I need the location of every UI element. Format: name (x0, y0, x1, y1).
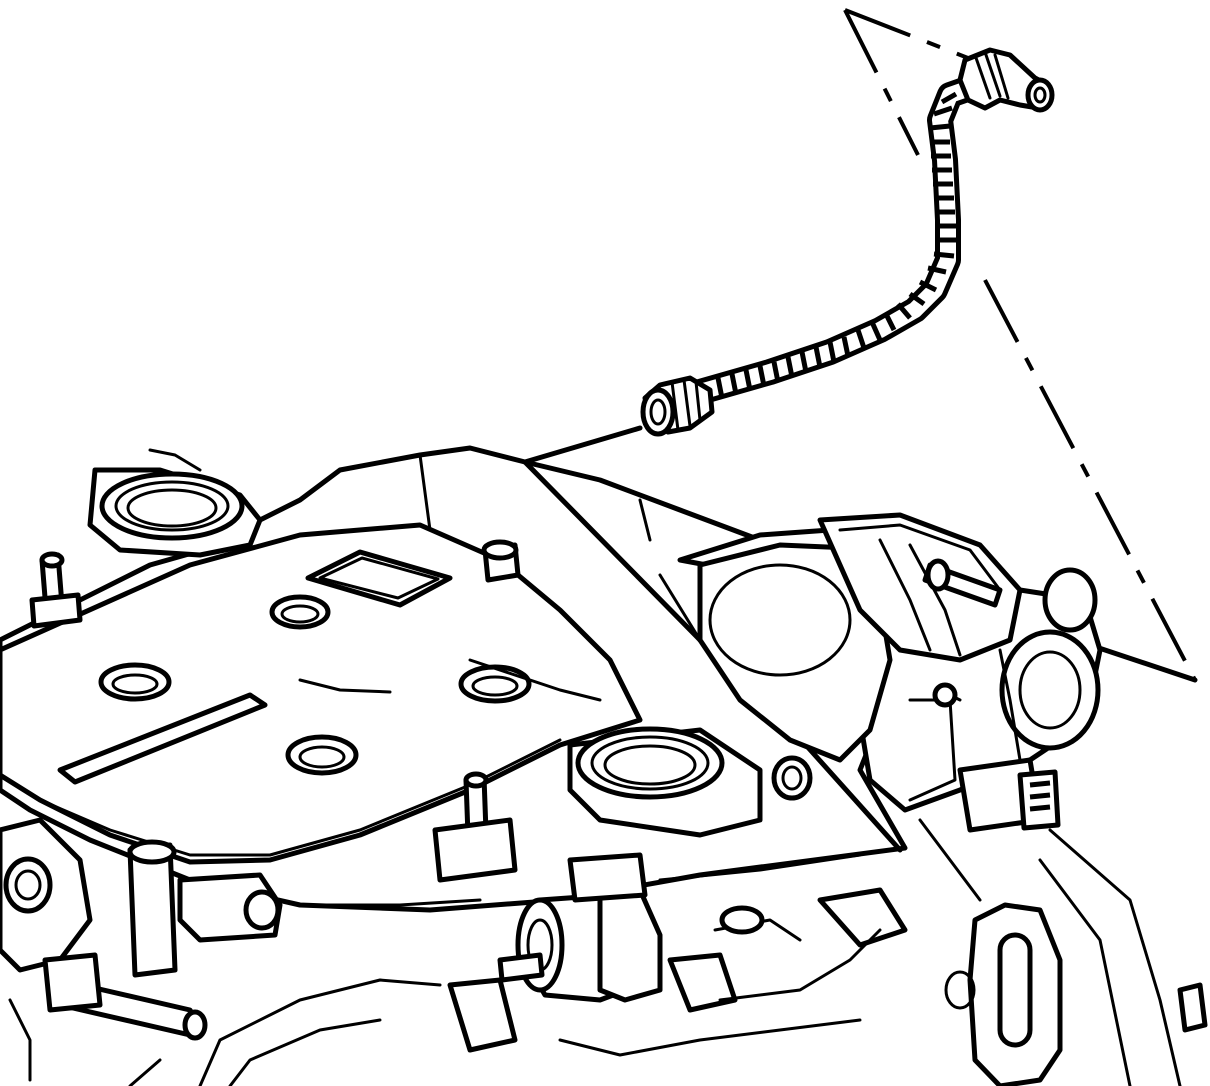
lower-right-bracket (944, 828, 1208, 1086)
left-filler-neck (87, 448, 263, 558)
right-stud (432, 771, 518, 883)
right-filler-neck (567, 726, 763, 838)
throttle-body (677, 512, 1103, 833)
center-bolt (481, 539, 521, 583)
electrical-connectors (447, 887, 908, 1057)
left-stud (29, 551, 83, 629)
hose-corrugations (715, 91, 958, 399)
engine-lower-components (0, 817, 1208, 1086)
intake-plenum (0, 445, 908, 913)
hose-elbow-connector (957, 47, 1055, 113)
hose-straight-connector (640, 375, 715, 437)
pcv-hose (687, 75, 983, 405)
side-tube-fitting (771, 755, 813, 801)
vacuum-canister (497, 852, 663, 1003)
cover-bolt-wells (98, 594, 532, 776)
cover-slot (57, 692, 268, 785)
